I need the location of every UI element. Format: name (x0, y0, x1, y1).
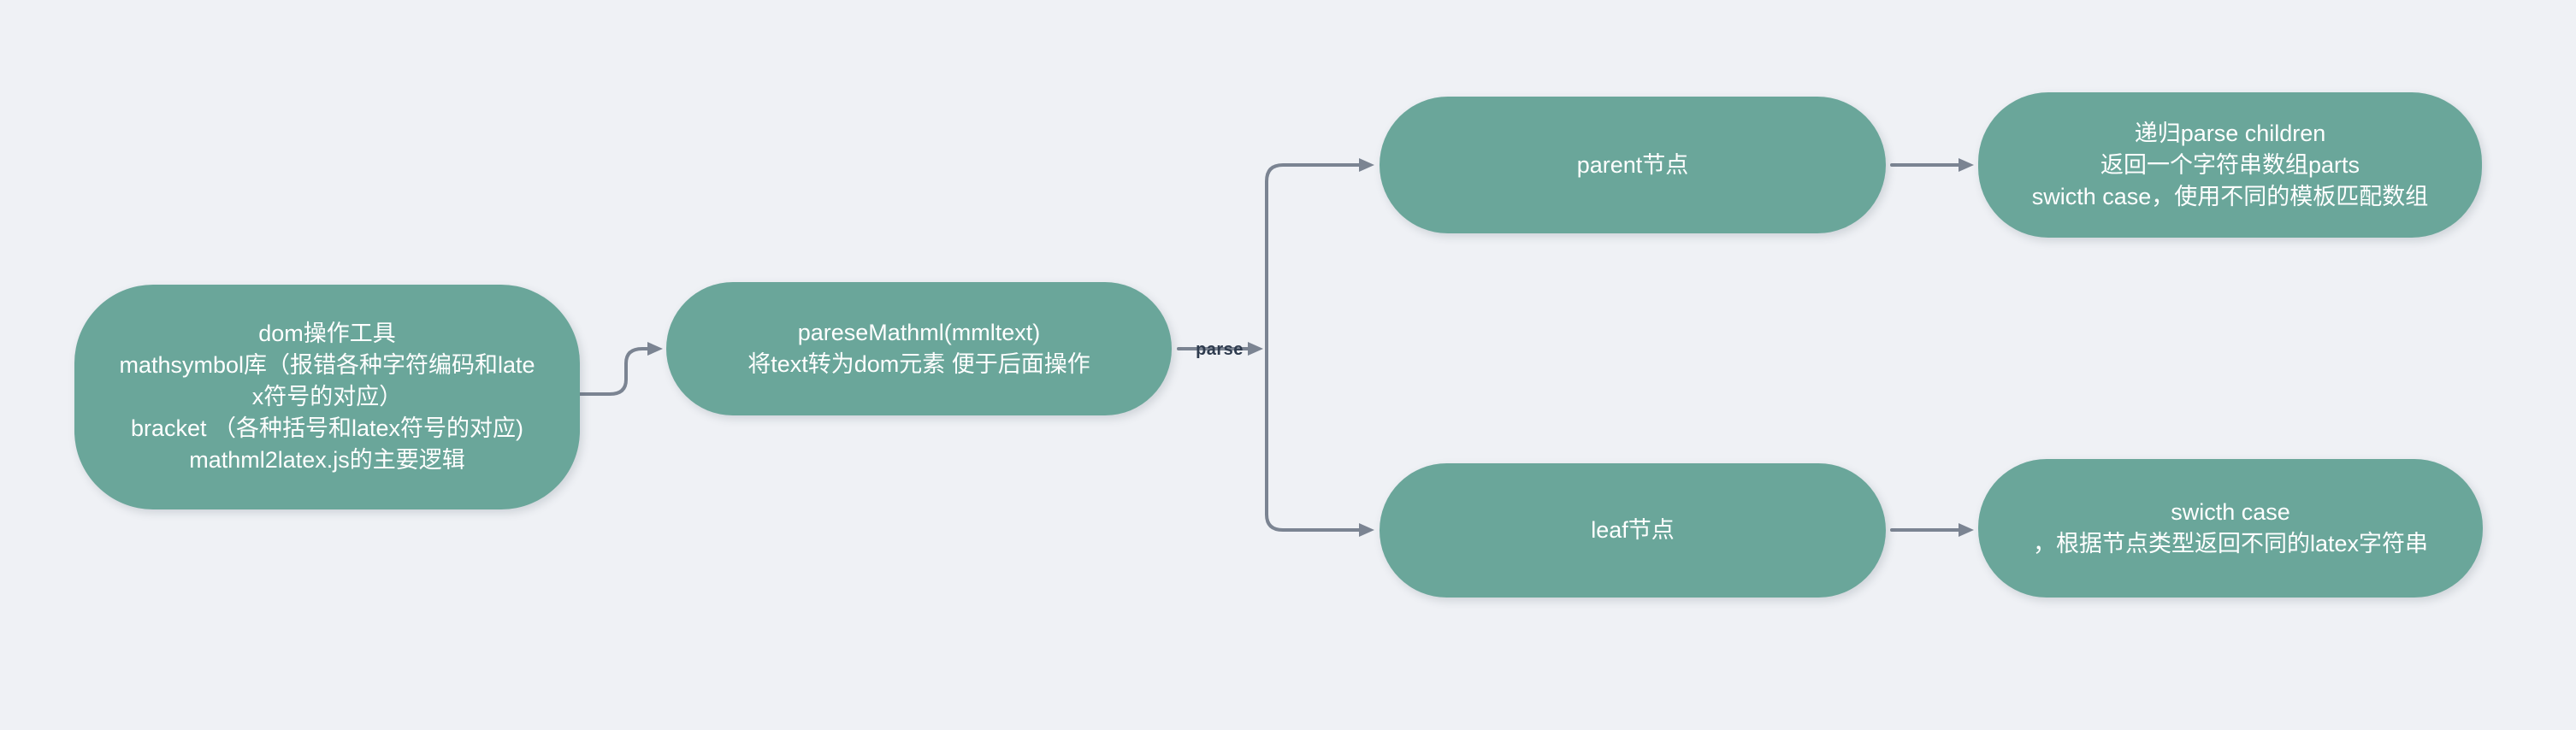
edge-label-parse[interactable]: parse (1196, 340, 1244, 359)
node-parse-mathml[interactable]: pareseMathml(mmltext) 将text转为dom元素 便于后面操… (666, 282, 1172, 415)
edge-leaf-to-detail (1890, 523, 1974, 537)
edge-junction-branches (1265, 158, 1374, 537)
edge-root-to-parse (576, 342, 663, 396)
node-parent[interactable]: parent节点 (1380, 97, 1886, 233)
node-leaf-logic[interactable]: swicth case ，根据节点类型返回不同的latex字符串 (1978, 459, 2483, 598)
node-leaf[interactable]: leaf节点 (1380, 463, 1886, 598)
node-dom-tools[interactable]: dom操作工具 mathsymbol库（报错各种字符编码和late x符号的对应… (74, 285, 580, 509)
node-parent-logic[interactable]: 递归parse children 返回一个字符串数组parts swicth c… (1978, 92, 2482, 238)
edge-parent-to-detail (1890, 158, 1974, 172)
